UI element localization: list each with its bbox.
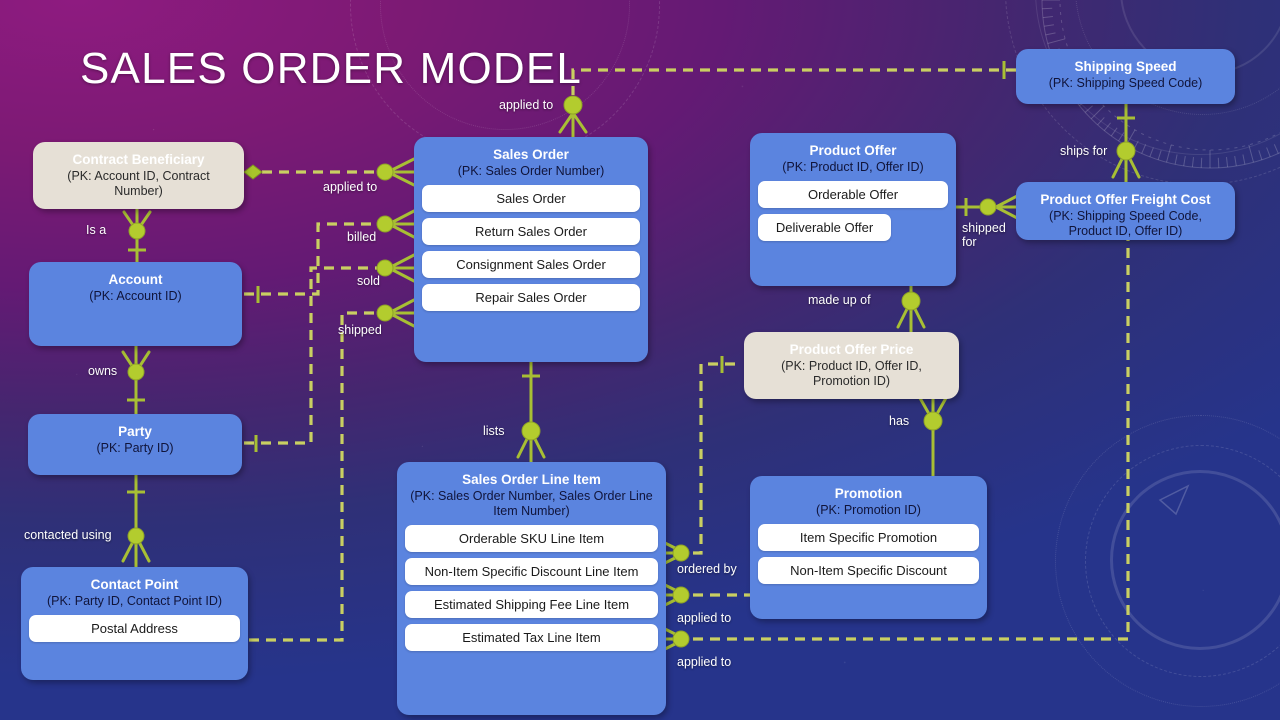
entity-pk: (PK: Sales Order Number) xyxy=(457,164,605,178)
entity-contact-point[interactable]: Contact Point (PK: Party ID, Contact Poi… xyxy=(21,567,248,680)
wire-billed xyxy=(244,209,416,303)
subtype-list: Sales Order Return Sales Order Consignme… xyxy=(422,185,640,311)
rel-label-applied-to-cb: applied to xyxy=(323,180,378,194)
entity-sales-order[interactable]: Sales Order (PK: Sales Order Number) Sal… xyxy=(414,137,648,362)
entity-party[interactable]: Party (PK: Party ID) xyxy=(28,414,242,475)
entity-pk: (PK: Party ID) xyxy=(96,441,174,455)
entity-title: Party xyxy=(118,424,152,439)
entity-pk: (PK: Party ID, Contact Point ID) xyxy=(46,594,223,608)
rel-label-billed: billed xyxy=(347,230,377,244)
entity-title: Sales Order Line Item xyxy=(462,472,601,487)
entity-pk: (PK: Shipping Speed Code) xyxy=(1048,76,1203,90)
entity-product-offer-price[interactable]: Product Offer Price (PK: Product ID, Off… xyxy=(744,332,959,399)
rel-label-ships-for: ships for xyxy=(1060,144,1108,158)
entity-product-offer-freight-cost[interactable]: Product Offer Freight Cost (PK: Shipping… xyxy=(1016,182,1235,240)
entity-pk: (PK: Sales Order Number, Sales Order Lin… xyxy=(410,489,653,518)
rel-label-contacted-using: contacted using xyxy=(24,528,112,542)
entity-title: Contract Beneficiary xyxy=(72,152,205,167)
entity-product-offer[interactable]: Product Offer (PK: Product ID, Offer ID)… xyxy=(750,133,956,286)
entity-title: Product Offer xyxy=(809,143,897,158)
rel-label-ordered-by: ordered by xyxy=(677,562,737,576)
rel-label-sold: sold xyxy=(357,274,380,288)
wire-shipped-for xyxy=(955,192,1023,222)
wire-shipped xyxy=(232,298,416,649)
subtype-item[interactable]: Postal Address xyxy=(29,615,240,642)
wire-ordered-by xyxy=(657,356,735,568)
rel-label-is-a: Is a xyxy=(86,223,107,237)
entity-pk: (PK: Account ID, Contract Number) xyxy=(67,169,210,198)
entity-promotion[interactable]: Promotion (PK: Promotion ID) Item Specif… xyxy=(750,476,987,619)
subtype-item[interactable]: Repair Sales Order xyxy=(422,284,640,311)
entity-pk: (PK: Product ID, Offer ID) xyxy=(782,160,924,174)
entity-title: Shipping Speed xyxy=(1074,59,1177,74)
subtype-item[interactable]: Orderable Offer xyxy=(758,181,948,208)
rel-label-shipped: shipped xyxy=(338,323,382,337)
wire-lists xyxy=(516,362,546,464)
subtype-item[interactable]: Item Specific Promotion xyxy=(758,524,979,551)
rel-label-has: has xyxy=(889,414,910,428)
rel-label-shipped-for: shipped for xyxy=(962,221,1006,249)
subtype-item[interactable]: Non-Item Specific Discount Line Item xyxy=(405,558,658,585)
entity-title: Account xyxy=(108,272,163,287)
rel-label-applied-to-disc: applied to xyxy=(677,611,732,625)
entity-sales-order-line-item[interactable]: Sales Order Line Item (PK: Sales Order N… xyxy=(397,462,666,715)
subtype-item[interactable]: Estimated Tax Line Item xyxy=(405,624,658,651)
subtype-list: Postal Address xyxy=(29,615,240,642)
subtype-item[interactable]: Non-Item Specific Discount xyxy=(758,557,979,584)
entity-title: Product Offer Price xyxy=(789,342,914,357)
entity-title: Product Offer Freight Cost xyxy=(1040,192,1211,207)
page-title: SALES ORDER MODEL xyxy=(80,44,583,93)
entity-pk: (PK: Product ID, Offer ID, Promotion ID) xyxy=(781,359,922,388)
entity-pk: (PK: Promotion ID) xyxy=(816,503,921,517)
subtype-item[interactable]: Deliverable Offer xyxy=(758,214,891,241)
subtype-list: Orderable SKU Line Item Non-Item Specifi… xyxy=(405,525,658,651)
wire-sold xyxy=(244,253,416,452)
rel-label-made-up-of: made up of xyxy=(808,293,871,307)
entity-title: Contact Point xyxy=(90,577,179,592)
subtype-item[interactable]: Consignment Sales Order xyxy=(422,251,640,278)
wire-contacted-using xyxy=(121,475,151,569)
rel-label-owns: owns xyxy=(88,364,118,378)
wire-owns xyxy=(121,344,151,414)
wire-applied-to-shipping-speed xyxy=(558,61,1016,139)
wire-is-a xyxy=(122,205,152,262)
entity-title: Promotion xyxy=(834,486,903,501)
entity-contract-beneficiary[interactable]: Contract Beneficiary (PK: Account ID, Co… xyxy=(33,142,244,209)
subtype-list: Orderable Offer Deliverable Offer xyxy=(758,181,948,241)
wire-applied-to-contract-beneficiary xyxy=(243,157,416,187)
subtype-item[interactable]: Sales Order xyxy=(422,185,640,212)
entity-pk: (PK: Shipping Speed Code, Product ID, Of… xyxy=(1049,209,1202,238)
subtype-item[interactable]: Orderable SKU Line Item xyxy=(405,525,658,552)
entity-account[interactable]: Account (PK: Account ID) xyxy=(29,262,242,346)
entity-title: Sales Order xyxy=(493,147,569,162)
rel-label-applied-to-ship: applied to xyxy=(677,655,732,669)
subtype-item[interactable]: Estimated Shipping Fee Line Item xyxy=(405,591,658,618)
subtype-list: Item Specific Promotion Non-Item Specifi… xyxy=(758,524,979,584)
subtype-item[interactable]: Return Sales Order xyxy=(422,218,640,245)
rel-label-lists: lists xyxy=(483,424,505,438)
entity-pk: (PK: Account ID) xyxy=(89,289,182,303)
entity-shipping-speed[interactable]: Shipping Speed (PK: Shipping Speed Code) xyxy=(1016,49,1235,104)
wire-ships-for xyxy=(1111,104,1141,184)
rel-label-applied-to-top: applied to xyxy=(499,98,554,112)
